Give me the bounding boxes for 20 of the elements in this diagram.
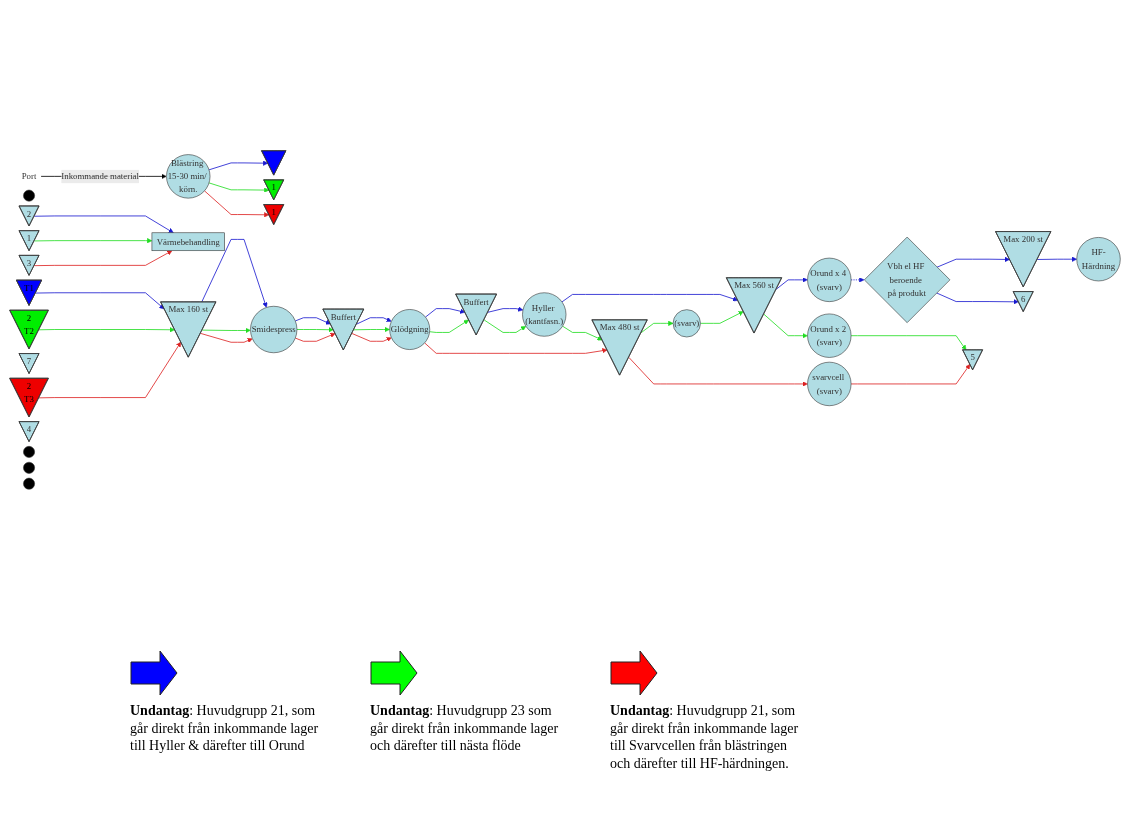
node-circle: Orund x 2 (svarv) [807, 313, 852, 358]
node-circle [23, 189, 35, 202]
node-circle: Orund x 4 (svarv) [807, 257, 852, 302]
legend-text: Undantag: Huvudgrupp 23 som går direkt från inkommande lager och därefter till nästa flöde [370, 702, 560, 755]
node-circle: Hyller (kantfasn.) [522, 291, 567, 337]
legend-text: Undantag: Huvudgrupp 21, som går direkt från inkommande lager till Svarvcellen från blästringen och därefter till HF-härdningen. [610, 702, 800, 772]
edge-label: Inkommande material [61, 171, 139, 181]
node-circle [23, 445, 35, 458]
node-circle [23, 461, 35, 474]
node-circle: (svarv) [672, 308, 701, 337]
node-text: Port [21, 171, 37, 181]
node-circle: Blästring 15-30 min/ körn. [166, 153, 211, 198]
node-circle: Smidespress [250, 305, 298, 353]
legend-text: Undantag: Huvudgrupp 21, som går direkt från inkommande lager till Hyller & därefter till Orund [130, 702, 320, 755]
node-circle [23, 477, 35, 490]
node-box: Värmebehandling [151, 232, 225, 251]
node-circle: svarvcell (svarv) [807, 361, 852, 406]
node-circle: HF-Härdning [1076, 236, 1121, 281]
node-circle: Glödgning [389, 308, 431, 350]
node-diamond: Vbh el HF beroende på produkt [864, 236, 951, 323]
